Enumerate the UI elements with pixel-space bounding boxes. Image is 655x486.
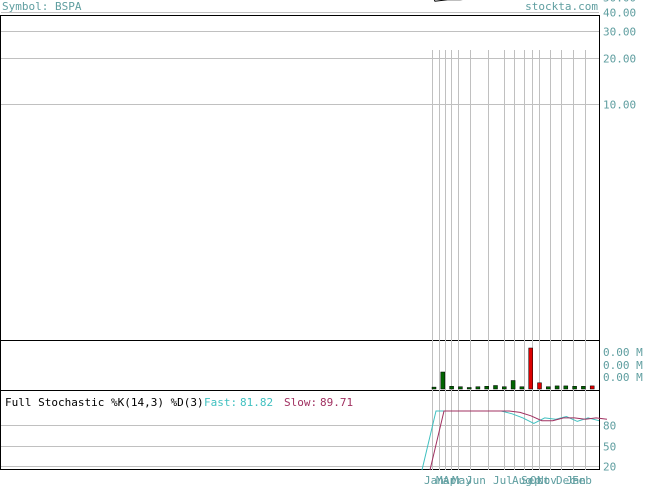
volume-bar — [546, 386, 551, 390]
x-axis-label: Sep — [521, 474, 541, 486]
volume-bar — [493, 385, 498, 390]
volume-bar — [572, 386, 577, 390]
x-axis-label: Jan — [424, 474, 444, 486]
slow-value: 89.71 — [320, 396, 353, 409]
x-axis-label: Jun — [466, 474, 486, 486]
symbol-label: Symbol: BSPA — [2, 0, 82, 13]
volume-tick-label: 0.00 M — [603, 359, 643, 372]
volume-bar — [475, 386, 481, 390]
stochastic-tick-label: 80 — [603, 420, 616, 433]
volume-bar — [563, 385, 569, 390]
stochastic-title: Full Stochastic %K(14,3) %D(3) — [5, 396, 204, 409]
stochastic-tick-label: 20 — [603, 461, 616, 474]
x-axis-label: Mar — [436, 474, 456, 486]
volume-bar — [581, 386, 586, 390]
slow-label: Slow: — [284, 396, 317, 409]
x-axis-label: May — [452, 474, 472, 486]
volume-bar — [510, 380, 516, 390]
price-tick-label: 10.00 — [603, 99, 636, 112]
stochastic-axis-ticks: 80 50 20 — [603, 420, 616, 474]
price-tick-label: 40.00 — [603, 7, 636, 20]
x-axis-label: Aug — [512, 474, 532, 486]
volume-bar — [528, 347, 533, 390]
fast-value: 81.82 — [240, 396, 273, 409]
volume-bar — [440, 371, 446, 390]
volume-bar — [554, 385, 560, 390]
price-grid — [1, 12, 599, 105]
volume-bar — [458, 386, 463, 390]
volume-bar — [519, 386, 525, 390]
volume-bar — [466, 387, 472, 390]
stochastic-tick-label: 50 — [603, 441, 616, 454]
x-axis-label: Apr — [443, 474, 463, 486]
x-axis-label: Dec — [556, 474, 576, 486]
volume-tick-label: 0.00 M — [603, 371, 643, 384]
volume-bar — [589, 385, 595, 390]
stochastic-grid — [1, 425, 599, 467]
stochastic-panel — [0, 390, 600, 470]
x-axis-label: Feb — [572, 474, 592, 486]
volume-panel — [0, 340, 600, 391]
volume-axis-ticks: 0.00 M0.00 M0.00 M — [603, 346, 643, 384]
vertical-grid — [432, 50, 586, 470]
x-axis-label: Jan — [566, 474, 586, 486]
x-axis-label: Nov — [537, 474, 557, 486]
price-tick-label: 20.00 — [603, 53, 636, 66]
price-tick-label: 30.00 — [603, 26, 636, 39]
stochastic-slow-line — [429, 410, 608, 471]
volume-bar — [449, 386, 454, 390]
volume-bar — [537, 382, 542, 390]
volume-bar — [431, 386, 437, 390]
site-link[interactable]: stockta.com — [525, 0, 598, 13]
price-tick-label: 50.00 — [603, 0, 636, 5]
volume-bars — [431, 347, 595, 390]
price-panel — [0, 15, 600, 341]
x-axis-label: Oct — [530, 474, 550, 486]
volume-bar — [502, 386, 507, 390]
fast-label: Fast: — [204, 396, 237, 409]
x-axis-label: Jul — [493, 474, 513, 486]
volume-bar — [484, 386, 489, 390]
volume-tick-label: 0.00 M — [603, 346, 643, 359]
